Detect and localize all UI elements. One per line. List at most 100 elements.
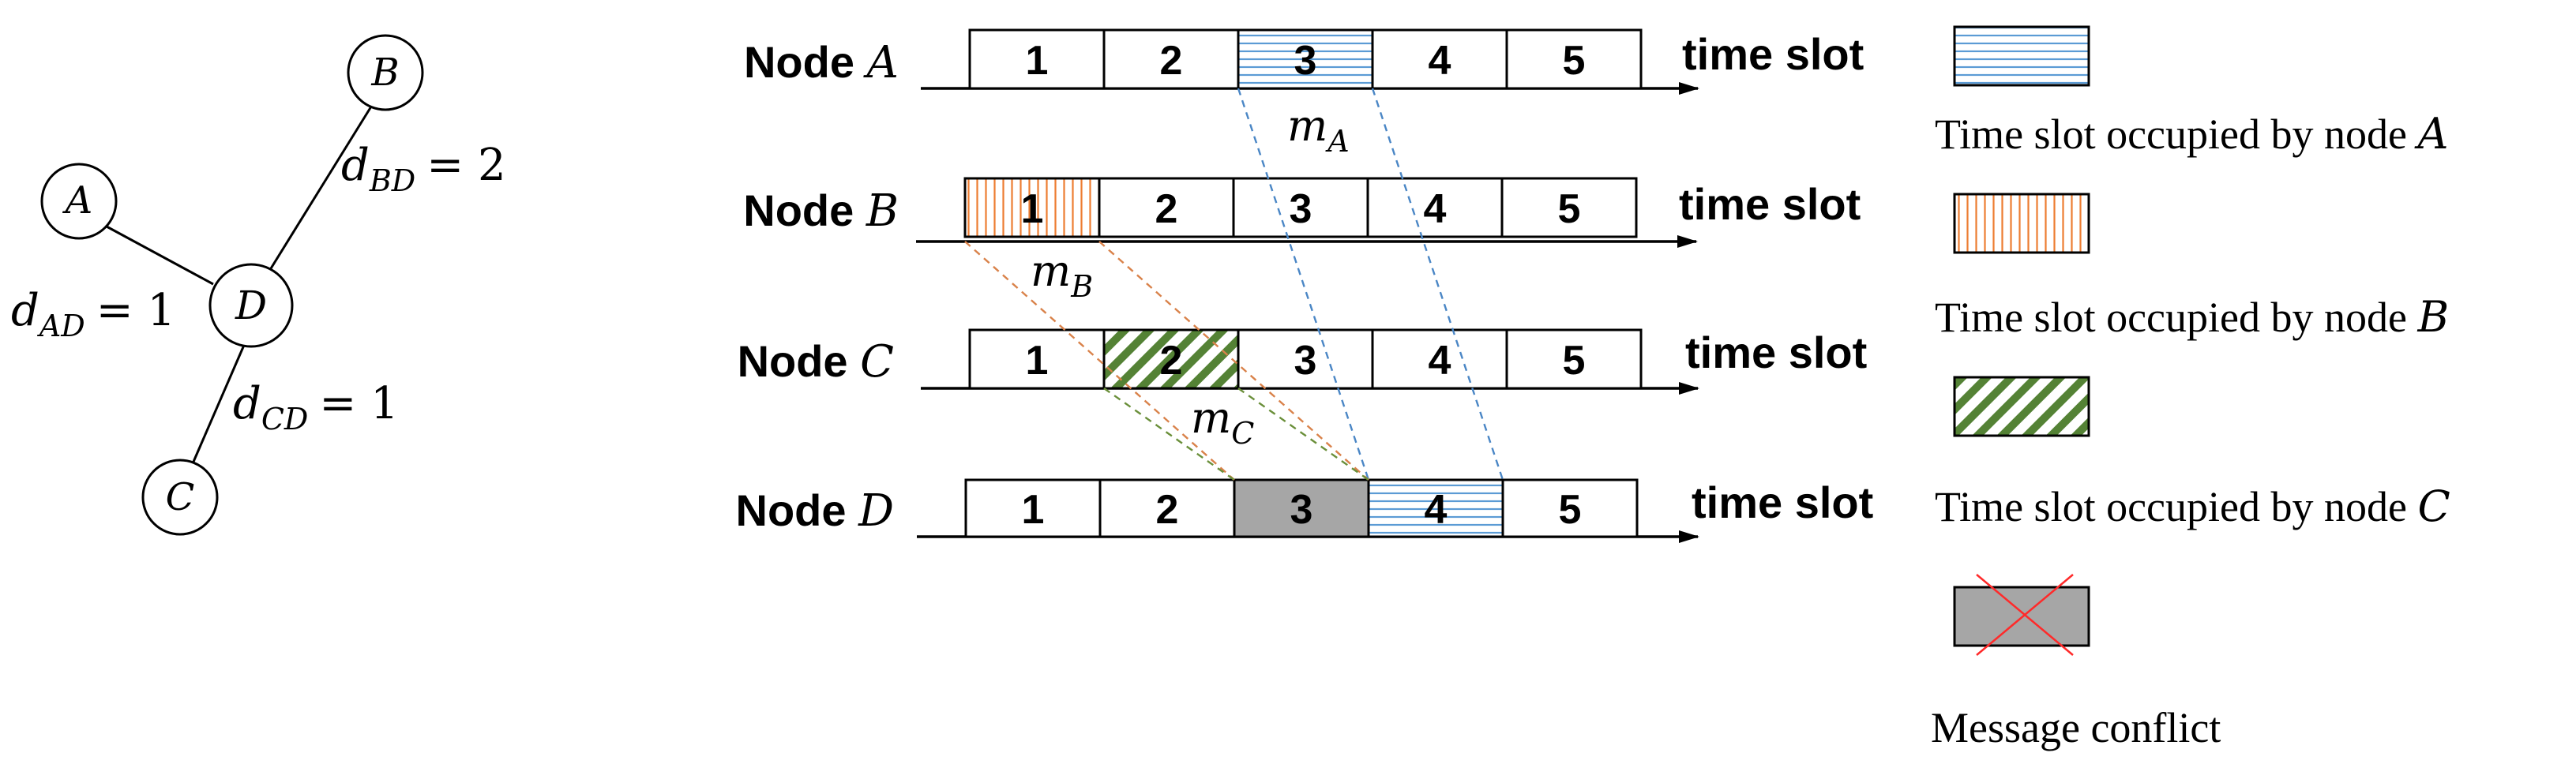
- node-D-label: D: [235, 283, 267, 328]
- legend-item-C: Time slot occupied by node C: [1935, 376, 2450, 531]
- slot-B-5: 5: [1500, 177, 1638, 238]
- legend-text: Time slot occupied by node C: [1935, 481, 2450, 531]
- slot-B-1: 1: [963, 177, 1101, 238]
- slot-cell: [1366, 177, 1504, 238]
- legend-item-conflict: Message conflict: [1931, 574, 2221, 751]
- slot-number: 2: [1156, 487, 1179, 533]
- slot-number: 4: [1424, 186, 1447, 232]
- legend-swatch: [1953, 25, 2090, 87]
- slot-number: 5: [1563, 38, 1586, 84]
- slot-number: 2: [1160, 338, 1183, 384]
- slot-cell: [1102, 28, 1240, 90]
- slot-number: 3: [1290, 487, 1313, 533]
- message-label-mB: mB: [1031, 246, 1093, 304]
- legend-item-B: Time slot occupied by node B: [1935, 193, 2449, 342]
- slot-cell: [1232, 177, 1369, 238]
- message-path-mB-left: [964, 241, 1235, 481]
- slot-number: 2: [1160, 38, 1183, 84]
- message-paths: mA mB mC: [964, 88, 1504, 481]
- row-label: Node C: [738, 336, 894, 388]
- label-d-AD: dAD= 1: [11, 285, 175, 343]
- timeline-row-C: Node C 1 2 3 4 5 time slot: [738, 328, 1867, 395]
- message-path-mB-right: [1098, 241, 1369, 481]
- node-B: B: [347, 34, 424, 111]
- row-label: Node A: [744, 37, 899, 88]
- slot-cell: [1505, 328, 1643, 390]
- slot-C-5: 5: [1505, 328, 1643, 390]
- slot-number: 4: [1429, 338, 1451, 384]
- edge-B-D: [267, 106, 373, 273]
- legend-item-A: Time slot occupied by node A: [1935, 25, 2448, 159]
- legend-text: Time slot occupied by node B: [1935, 292, 2449, 342]
- edge-A-D: [106, 225, 214, 286]
- slot-number: 1: [1021, 186, 1044, 232]
- edge-C-D: [192, 343, 246, 463]
- slot-number: 1: [1026, 338, 1049, 384]
- slot-D-2: 2: [1098, 478, 1236, 538]
- node-A-label: A: [62, 178, 93, 223]
- legend-text: Message conflict: [1931, 704, 2221, 751]
- slot-cell: [1233, 478, 1370, 538]
- slot-number: 5: [1559, 487, 1582, 533]
- slot-C-3: 3: [1237, 328, 1374, 390]
- slot-A-2: 2: [1102, 28, 1240, 90]
- label-d-BD: dBD= 2: [341, 140, 506, 198]
- label-d-CD: dCD= 1: [233, 378, 399, 436]
- slot-number: 5: [1558, 186, 1581, 232]
- slot-cell: [1501, 478, 1639, 538]
- node-C-label: C: [166, 475, 195, 519]
- slot-number: 3: [1294, 338, 1317, 384]
- timeline-row-B: Node B 1 2 3 4 5 time slot: [743, 177, 1861, 248]
- slot-A-1: 1: [968, 28, 1106, 90]
- time-slot-label: time slot: [1679, 179, 1861, 229]
- slot-A-4: 4: [1371, 28, 1508, 90]
- slot-A-5: 5: [1505, 28, 1643, 90]
- slot-C-4: 4: [1371, 328, 1508, 390]
- slot-number: 3: [1294, 38, 1317, 84]
- slot-cell: [1098, 177, 1235, 238]
- conflict-cross-line: [1976, 574, 2074, 656]
- node-C: C: [141, 459, 219, 536]
- slot-number: 4: [1425, 487, 1448, 533]
- slot-B-2: 2: [1098, 177, 1235, 238]
- node-B-label: B: [370, 51, 399, 95]
- slot-D-3: 3: [1233, 478, 1370, 538]
- time-slot-label: time slot: [1685, 328, 1867, 377]
- message-label-mC: mC: [1191, 393, 1254, 451]
- slot-number: 2: [1155, 186, 1178, 232]
- slot-C-1: 1: [968, 328, 1106, 390]
- slot-cell: [1500, 177, 1638, 238]
- node-D: D: [208, 263, 294, 348]
- message-label-mA: mA: [1287, 101, 1350, 159]
- slot-C-2: 2: [1102, 328, 1240, 390]
- legend-swatch: [1953, 193, 2090, 254]
- row-label: Node B: [743, 185, 899, 237]
- slot-cell: [1371, 328, 1508, 390]
- slot-number: 3: [1290, 186, 1312, 232]
- slot-number: 1: [1022, 487, 1045, 533]
- slot-number: 5: [1563, 338, 1586, 384]
- legend: Time slot occupied by node A Time slot oc…: [1931, 25, 2450, 751]
- legend-text: Time slot occupied by node A: [1935, 109, 2448, 159]
- slot-B-4: 4: [1366, 177, 1504, 238]
- message-path-mC-left: [1103, 388, 1235, 481]
- slot-number: 4: [1429, 38, 1451, 84]
- slot-number: 1: [1026, 38, 1049, 84]
- slot-cell: [1098, 478, 1236, 538]
- slot-D-5: 5: [1501, 478, 1639, 538]
- slot-cell: [968, 328, 1106, 390]
- slot-D-4: 4: [1367, 478, 1504, 538]
- timeline: Node A 1 2 3 4 5 time slot Node B 1 2 3 4 5 time slot…: [736, 28, 1873, 543]
- message-path-mC-right: [1237, 388, 1369, 481]
- slot-cell: [1102, 328, 1240, 390]
- message-path-mA-left: [1237, 88, 1370, 481]
- slot-cell: [1371, 28, 1508, 90]
- slot-D-1: 1: [964, 478, 1102, 538]
- slot-cell: [1237, 28, 1374, 90]
- slot-B-3: 3: [1232, 177, 1369, 238]
- time-slot-label: time slot: [1692, 478, 1873, 527]
- slot-cell: [1505, 28, 1643, 90]
